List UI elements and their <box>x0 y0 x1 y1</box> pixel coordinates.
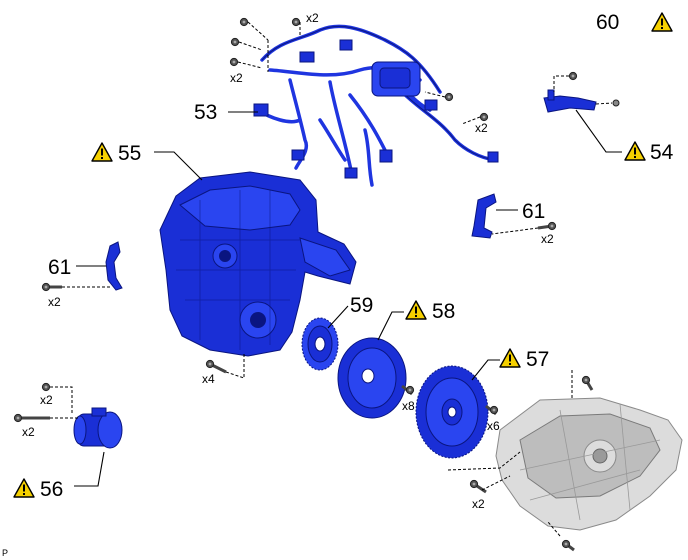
wire-harness <box>253 24 499 187</box>
drive-plate-59 <box>301 317 339 371</box>
part-number-54: 54 <box>650 141 674 164</box>
qty-bracket61-right: x2 <box>541 232 554 246</box>
leader-58 <box>377 311 404 341</box>
flywheel-bolts <box>401 384 415 396</box>
warning-icon <box>499 348 521 368</box>
qty-clutch-bolts: x6 <box>487 419 500 433</box>
leader-55 <box>154 151 203 181</box>
part-number-60: 60 <box>596 11 619 34</box>
transaxle-bolts <box>447 370 594 552</box>
part-number-53: 53 <box>194 101 217 124</box>
qty-starter-top: x2 <box>40 393 53 407</box>
transaxle-assembly <box>495 397 683 531</box>
engine-bolts <box>205 352 245 379</box>
leader-54 <box>575 109 622 153</box>
qty-flywheel-bolts: x8 <box>402 399 415 413</box>
bracket-54 <box>543 71 620 113</box>
flywheel-58 <box>337 337 407 419</box>
part-number-57: 57 <box>526 348 549 371</box>
leader-57 <box>471 359 500 381</box>
corner-mark: P <box>2 548 8 558</box>
qty-bracket61-left: x2 <box>48 295 61 309</box>
clutch-plate-57 <box>415 365 489 459</box>
part-number-58: 58 <box>432 300 455 323</box>
warning-icon <box>651 12 673 32</box>
starter-56 <box>13 382 123 449</box>
part-number-61-left: 61 <box>48 256 71 279</box>
clutch-bolts <box>485 404 499 416</box>
part-number-61-right: 61 <box>522 200 545 223</box>
engine-assembly <box>159 171 357 357</box>
qty-harness-right: x2 <box>475 121 488 135</box>
qty-harness-top: x2 <box>306 11 319 25</box>
bracket-61-right <box>471 193 557 239</box>
qty-harness-left: x2 <box>230 71 243 85</box>
qty-transaxle-bolts: x2 <box>472 497 485 511</box>
qty-engine-bolts: x4 <box>202 372 215 386</box>
leader-56 <box>74 451 105 487</box>
bracket-61-left <box>41 241 123 292</box>
leader-59 <box>327 305 349 329</box>
part-number-56: 56 <box>40 478 63 501</box>
qty-starter-long: x2 <box>22 425 35 439</box>
warning-icon <box>91 142 113 162</box>
warning-icon <box>405 300 427 320</box>
warning-icon <box>624 141 646 161</box>
harness-bolts <box>229 17 489 125</box>
part-number-55: 55 <box>118 142 141 165</box>
part-number-59: 59 <box>350 294 373 317</box>
warning-icon <box>13 478 35 498</box>
